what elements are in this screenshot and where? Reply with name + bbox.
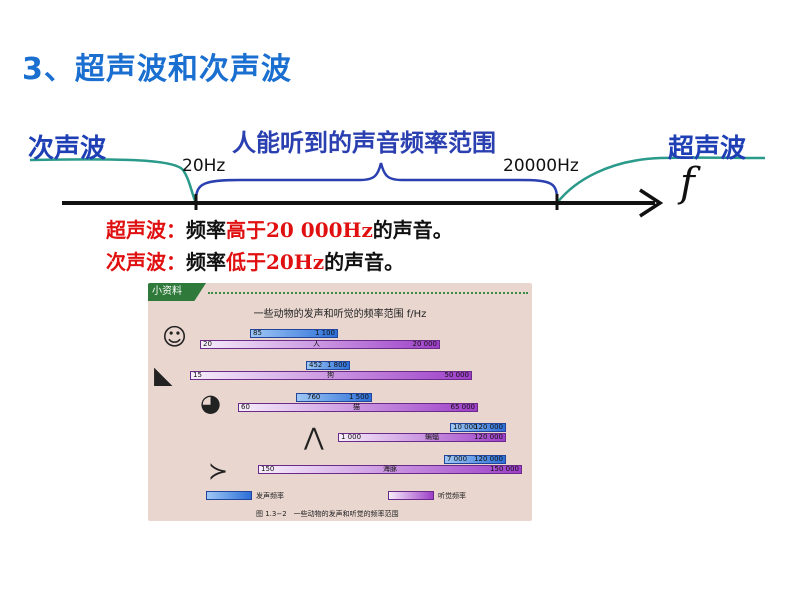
definition-term: 超声波： [106,218,186,242]
emit-high-value: 1 100 [314,329,335,337]
emit-low-value: 7 000 [447,455,468,463]
emit-low-value: 452 [309,361,323,369]
hear-low-value: 1 000 [341,433,362,441]
animal-name: 狗 [327,371,334,379]
emit-bar-bat: 10 000 120 000 [450,423,506,432]
infrasound-curve [29,158,198,204]
definition-comparison: 高于20 000Hz [226,218,373,242]
hear-low-value: 150 [261,465,275,473]
hear-high-value: 50 000 [444,371,470,379]
hear-bar-dog: 15 狗 50 000 [190,371,472,380]
emit-low-value: 10 000 [453,423,478,431]
hear-bar-bat: 1 000 蝙蝠 120 000 [338,433,506,442]
emit-high-value: 1 800 [326,361,347,369]
tick-label-low: 20Hz [182,156,226,176]
axis-arrow-head [639,188,664,218]
emit-low-value: 85 [253,329,262,337]
emit-low-value: 760 [307,393,321,401]
hear-low-value: 15 [193,371,202,379]
figure-caption: 图 1.3−2 一些动物的发声和听觉的频率范围 [256,510,399,518]
emit-bar-human: 85 1 100 [250,329,338,338]
page-title: 3、超声波和次声波 [22,52,292,87]
emit-high-value: 120 000 [474,455,503,463]
definition-infrasound: 次声波：频率低于20Hz的声音。 [106,246,404,275]
hear-low-value: 20 [203,340,212,348]
dog-icon: ◣ [154,361,173,389]
hear-low-value: 60 [241,403,250,411]
legend-hear-label: 听觉频率 [438,492,466,500]
hear-high-value: 120 000 [474,433,503,441]
definition-comparison: 低于20Hz [226,250,325,274]
animal-name: 海豚 [383,465,397,473]
hear-bar-human: 20 人 20 000 [200,340,440,349]
legend-emit-label: 发声频率 [256,492,284,500]
definition-ultrasound: 超声波：频率高于20 000Hz的声音。 [106,214,453,243]
legend-emit-swatch [206,491,252,500]
dolphin-icon: ≻ [208,457,229,485]
frequency-symbol: f [680,160,695,206]
hear-high-value: 65 000 [450,403,476,411]
tick-label-high: 20000Hz [503,156,579,176]
definition-prefix: 频率 [186,250,226,274]
figure-dotted-rule [208,292,528,294]
figure-title: 一些动物的发声和听觉的频率范围 f/Hz [253,309,427,320]
hear-bar-cat: 60 猫 65 000 [238,403,478,412]
emit-bar-dolphin: 7 000 120 000 [444,455,506,464]
definition-suffix: 的声音。 [372,218,453,242]
legend-hear-swatch [388,491,434,500]
hear-bar-dolphin: 150 海豚 150 000 [258,465,522,474]
bat-icon: ⋀ [304,423,324,451]
hear-high-value: 20 000 [412,340,438,348]
animal-name: 人 [313,340,320,348]
definition-suffix: 的声音。 [324,250,405,274]
emit-high-value: 120 000 [474,423,503,431]
audible-range-label: 人能听到的声音频率范围 [232,129,496,157]
figure-tag: 小资料 [148,283,206,301]
animal-name: 猫 [353,403,360,411]
definition-prefix: 频率 [186,218,226,242]
audible-range-brace [194,162,559,201]
ultrasound-curve [556,156,766,204]
emit-high-value: 1 500 [348,393,369,401]
human-head-icon: ☺ [162,323,188,351]
hear-high-value: 150 000 [490,465,519,473]
cat-icon: ◕ [200,389,221,417]
emit-bar-dog: 452 1 800 [306,361,350,370]
infrasound-label: 次声波 [28,134,107,164]
animal-frequency-figure: 小资料 一些动物的发声和听觉的频率范围 f/Hz ☺ 85 1 100 20 人… [148,283,532,521]
animal-name: 蝙蝠 [425,433,439,441]
ultrasound-label: 超声波 [668,134,747,164]
emit-bar-cat: 760 1 500 [296,393,372,402]
definition-term: 次声波： [106,250,186,274]
